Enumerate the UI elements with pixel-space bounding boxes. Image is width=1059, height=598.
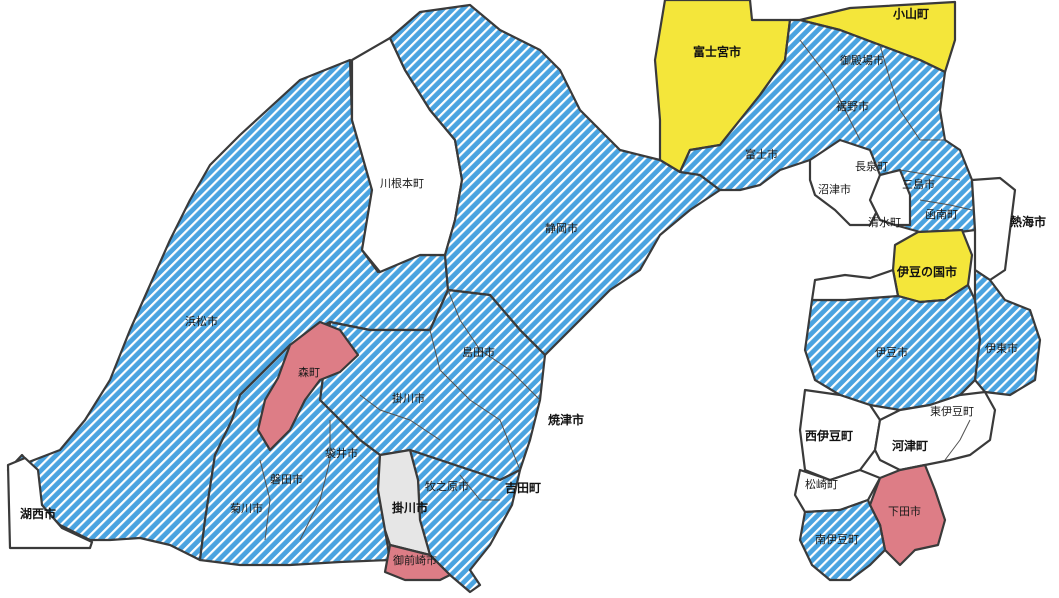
label-numazu: 沼津市	[818, 182, 851, 196]
label-fujinomiya: 富士宮市	[693, 44, 741, 59]
region-nishiizu-south	[798, 388, 882, 482]
label-nishiizu: 西伊豆町	[805, 428, 853, 443]
region-ito	[973, 268, 1042, 397]
label-fuji: 富士市	[745, 147, 778, 161]
label-minamiizu: 南伊豆町	[815, 533, 859, 546]
label-atami: 熱海市	[1010, 214, 1046, 229]
label-ito: 伊東市	[985, 341, 1018, 355]
label-omaezaki: 御前崎市	[393, 553, 437, 567]
region-kosai	[6, 456, 94, 550]
label-iwata: 磐田市	[270, 472, 303, 486]
label-mori: 森町	[298, 365, 320, 379]
label-makinohara: 牧之原市	[425, 479, 469, 493]
region-mishima	[868, 168, 912, 227]
label-kawazu: 河津町	[891, 438, 928, 453]
region-omaezaki	[383, 543, 452, 582]
region-atami	[970, 176, 1017, 282]
region-nishiizu	[810, 268, 900, 302]
label-shizuoka: 静岡市	[545, 221, 578, 235]
label-izunokuni: 伊豆の国市	[896, 264, 957, 279]
region-numazu	[808, 138, 882, 227]
label-oyama: 小山町	[893, 6, 929, 21]
label-izu: 伊豆市	[875, 345, 908, 359]
label-yaizu: 焼津市	[548, 412, 584, 427]
label-hamamatsu: 浜松市	[185, 314, 218, 328]
label-kawanehoncho: 川根本町	[380, 176, 424, 190]
boundary-lines-east	[799, 39, 973, 461]
label-kannami: 函南町	[925, 208, 958, 221]
label-shimoda: 下田市	[888, 504, 921, 518]
label-shimizu: 清水町	[868, 216, 901, 229]
label-fukuroi: 袋井市	[325, 446, 358, 460]
label-yoshida: 吉田町	[505, 480, 541, 495]
label-mishima: 三島市	[902, 177, 935, 191]
label-susono: 裾野市	[836, 99, 869, 113]
boundary-lines-west	[259, 289, 541, 541]
label-kakegawa-city: 掛川市	[392, 500, 428, 515]
region-kawazu	[873, 390, 997, 472]
label-nagaizumi: 長泉町	[855, 159, 888, 173]
label-kikugawa: 菊川市	[230, 501, 263, 515]
label-kosai: 湖西市	[20, 506, 56, 521]
label-matsuzaki: 松崎町	[805, 477, 838, 491]
region-mori	[256, 320, 360, 452]
label-higashiizu: 東伊豆町	[930, 405, 974, 418]
label-kakegawa: 掛川市	[392, 391, 425, 405]
region-minamiizu	[798, 498, 887, 582]
region-shizuoka	[388, 3, 722, 357]
label-gotemba: 御殿場市	[840, 53, 884, 67]
label-shimada: 島田市	[462, 345, 495, 359]
